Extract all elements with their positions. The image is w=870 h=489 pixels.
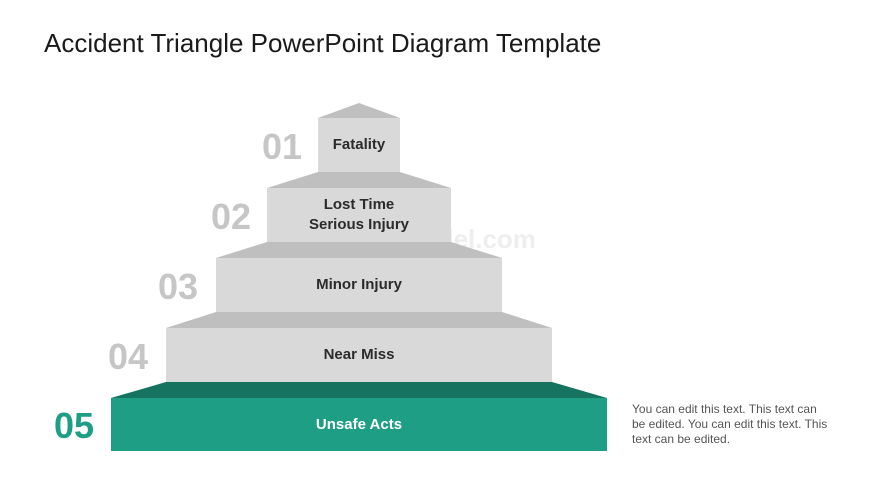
level-01-label-line-1: Fatality: [332, 136, 386, 153]
level-04-top-face: [166, 312, 552, 328]
level-02-top-face: [267, 172, 451, 188]
level-01-label: Fatality: [318, 118, 400, 172]
editable-note-text: You can edit this text. This text can be…: [632, 402, 828, 446]
level-02-label-line-2: Serious Injury: [308, 216, 410, 233]
level-05-number: 05: [53, 405, 94, 446]
level-03-label: Minor Injury: [216, 258, 502, 312]
level-02-label: Lost Time Serious Injury: [267, 188, 451, 242]
level-01-number: 01: [261, 126, 302, 167]
level-05-top-face: [111, 382, 607, 398]
level-03-top-face: [216, 242, 502, 258]
level-04-label: Near Miss: [166, 328, 552, 382]
slide-title: Accident Triangle PowerPoint Diagram Tem…: [44, 28, 602, 58]
level-02-front-face: [267, 188, 451, 242]
level-04-label-line-1: Near Miss: [323, 346, 395, 363]
level-04-number: 04: [107, 336, 148, 377]
level-01-top-face: [318, 103, 400, 118]
level-02-label-line-1: Lost Time: [323, 196, 395, 213]
level-02-number: 02: [210, 196, 251, 237]
level-03-front-face: [216, 258, 502, 312]
level-01-front-face: [318, 118, 400, 172]
level-04-front-face: [166, 328, 552, 382]
level-03-number: 03: [157, 266, 198, 307]
level-05-label-line-1: Unsafe Acts: [315, 415, 403, 433]
level-03-label-line-1: Minor Injury: [316, 276, 402, 293]
level-05-front-face: [111, 398, 607, 451]
level-05-label: Unsafe Acts: [111, 398, 607, 451]
